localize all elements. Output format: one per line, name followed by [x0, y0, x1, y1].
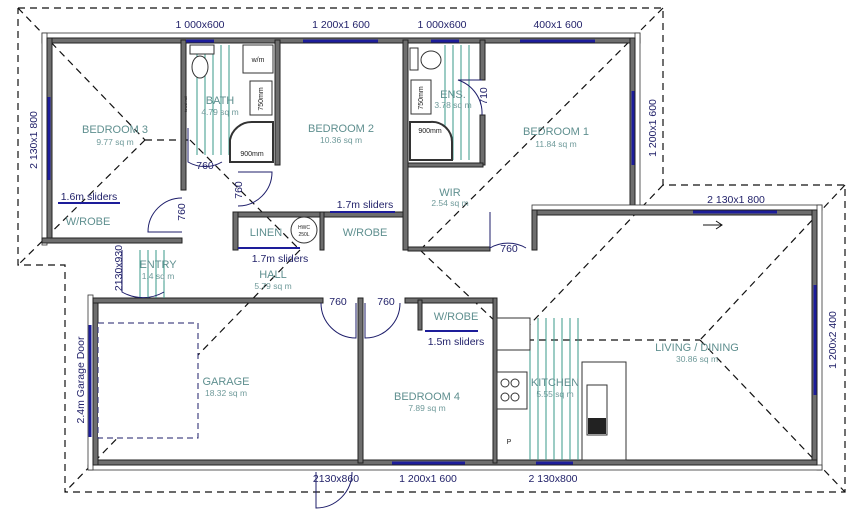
slider-label: 1.5m sliders	[428, 336, 485, 348]
dimension-labels: 1 000x600 1 200x1 600 1 000x600 400x1 60…	[28, 19, 839, 485]
toilet-icon	[191, 55, 209, 79]
door-size: 2130x860	[313, 473, 359, 485]
fridge-icon	[496, 317, 531, 351]
room-area: 7.89 sq m	[408, 403, 445, 413]
window-size: 2 130x1 800	[707, 194, 765, 206]
storage-label: LINEN	[250, 227, 282, 239]
window-size: 1 000x600	[175, 19, 224, 31]
washing-machine-icon	[242, 44, 274, 74]
ensuite-cistern	[409, 47, 419, 71]
windows	[47, 39, 817, 465]
hwc-size: 250L	[298, 232, 309, 238]
pantry-label: P	[507, 439, 512, 446]
window-size: 1 200x1 600	[399, 473, 457, 485]
slider-label: 1.7m sliders	[337, 199, 394, 211]
room-area: 2.54 sq m	[431, 198, 468, 208]
garage-door-size: 2.4m Garage Door	[75, 336, 87, 423]
vanity-label: 750mm	[258, 87, 265, 111]
window-size: 1 000x600	[417, 19, 466, 31]
room-area: 30.86 sq m	[676, 354, 718, 364]
slider-label: 1.7m sliders	[252, 253, 309, 265]
door-width: 760	[196, 160, 214, 172]
fixtures	[58, 44, 723, 461]
fixture-labels: w/m 750mm 750mm 900mm 900mm HWC 250L P t…	[183, 57, 512, 446]
window-size: 2 130x1 800	[28, 111, 40, 169]
room-name: BATH	[206, 95, 235, 107]
window-size: 400x1 600	[533, 19, 582, 31]
room-area: 3.78 sq m	[434, 100, 471, 110]
door-width: 760	[176, 203, 188, 221]
room-area: 5.79 sq m	[254, 281, 291, 291]
room-area: 5.55 sq m	[536, 389, 573, 399]
shower-icon	[229, 120, 274, 163]
room-name: ENS.	[440, 89, 466, 101]
ensuite-vanity-icon	[410, 79, 432, 115]
room-area: 10.36 sq m	[320, 135, 362, 145]
window-size: 1 200x1 600	[647, 99, 659, 157]
slider-label: 1.6m sliders	[61, 191, 118, 203]
tiling	[139, 45, 579, 460]
towel-rail-label: towel rail	[183, 96, 188, 112]
vanity-label: 750mm	[418, 86, 425, 110]
room-name: HALL	[259, 269, 287, 281]
room-name: LIVING / DINING	[655, 342, 739, 354]
room-name: BEDROOM 4	[394, 391, 460, 403]
toilet-cistern	[189, 44, 215, 55]
hot-water-cylinder-icon	[290, 216, 318, 244]
window-size: 2 130x800	[528, 473, 577, 485]
window-size: 1 200x2 400	[827, 311, 839, 369]
bath-vanity-icon	[249, 80, 273, 116]
doors	[121, 79, 527, 509]
shower-label: 900mm	[418, 128, 442, 135]
room-labels: BEDROOM 3 9.77 sq m BATH 4.79 sq m BEDRO…	[66, 89, 739, 413]
room-name: GARAGE	[202, 376, 249, 388]
door-width: 760	[233, 181, 245, 199]
hwc-label: HWC	[298, 225, 310, 231]
car-space	[97, 322, 199, 439]
drainer-icon	[588, 418, 606, 434]
room-area: 11.84 sq m	[535, 139, 576, 149]
arrow-icon	[703, 220, 723, 230]
door-width: 710	[478, 87, 490, 105]
cooktop-icon	[496, 371, 528, 410]
ensuite-toilet-icon	[420, 50, 442, 70]
room-area: 1.4 sq m	[142, 271, 175, 281]
washing-machine-label: w/m	[251, 57, 265, 64]
window-size: 1 200x1 600	[312, 19, 370, 31]
door-width: 760	[500, 243, 518, 255]
room-name: BEDROOM 1	[523, 126, 589, 138]
room-area: 9.77 sq m	[96, 137, 133, 147]
room-name: WIR	[439, 187, 460, 199]
room-area: 18.32 sq m	[205, 388, 247, 398]
room-name: BEDROOM 3	[82, 124, 148, 136]
storage-label: W/ROBE	[343, 227, 388, 239]
room-name: KITCHEN	[531, 377, 579, 389]
window-size: 2130x930	[113, 245, 125, 291]
room-name: ENTRY	[139, 259, 177, 271]
storage-label: W/ROBE	[66, 216, 111, 228]
storage-label: W/ROBE	[434, 311, 479, 323]
shower-label: 900mm	[240, 151, 264, 158]
room-area: 4.79 sq m	[201, 107, 238, 117]
room-name: BEDROOM 2	[308, 123, 374, 135]
door-width: 760	[377, 296, 395, 308]
ensuite-shower-icon	[409, 120, 454, 161]
door-width: 760	[329, 296, 347, 308]
